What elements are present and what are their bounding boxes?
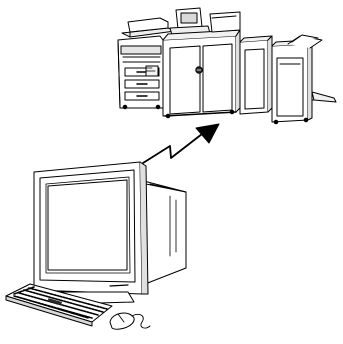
production-printer-icon [118,8,336,124]
mouse [110,313,150,329]
wireless-link-icon [143,124,219,163]
printer-finisher-module [272,35,336,124]
printer-feeder-module [118,36,163,109]
printer-second-module [240,36,272,114]
crt-monitor [34,162,186,304]
desktop-computer-icon [6,162,186,329]
